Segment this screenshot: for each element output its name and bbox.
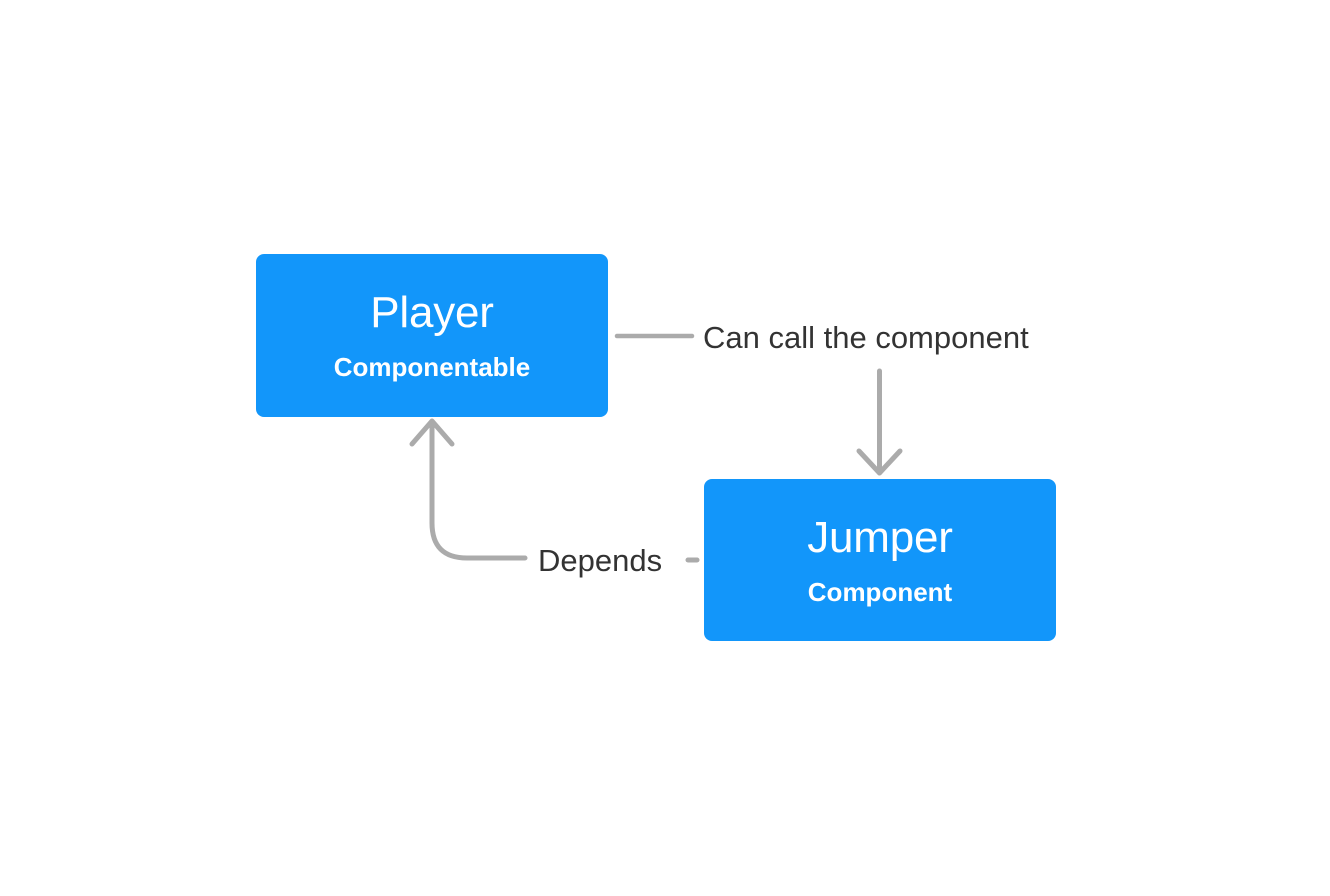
node-player-subtitle: Componentable xyxy=(333,352,531,382)
node-jumper[interactable]: Jumper Component xyxy=(704,479,1056,641)
edge-label-depends: Depends xyxy=(538,543,663,578)
edge-can-call-arrowhead xyxy=(856,448,903,476)
node-jumper-subtitle: Component xyxy=(807,576,953,607)
node-player-title: Player xyxy=(370,288,494,337)
node-jumper-title: Jumper xyxy=(807,512,953,562)
node-player[interactable]: Player Componentable xyxy=(256,254,608,417)
edge-depends-arrowhead xyxy=(409,418,455,447)
edge-label-can-call: Can call the component xyxy=(703,320,1029,355)
edge-depends-shaft xyxy=(429,421,528,561)
